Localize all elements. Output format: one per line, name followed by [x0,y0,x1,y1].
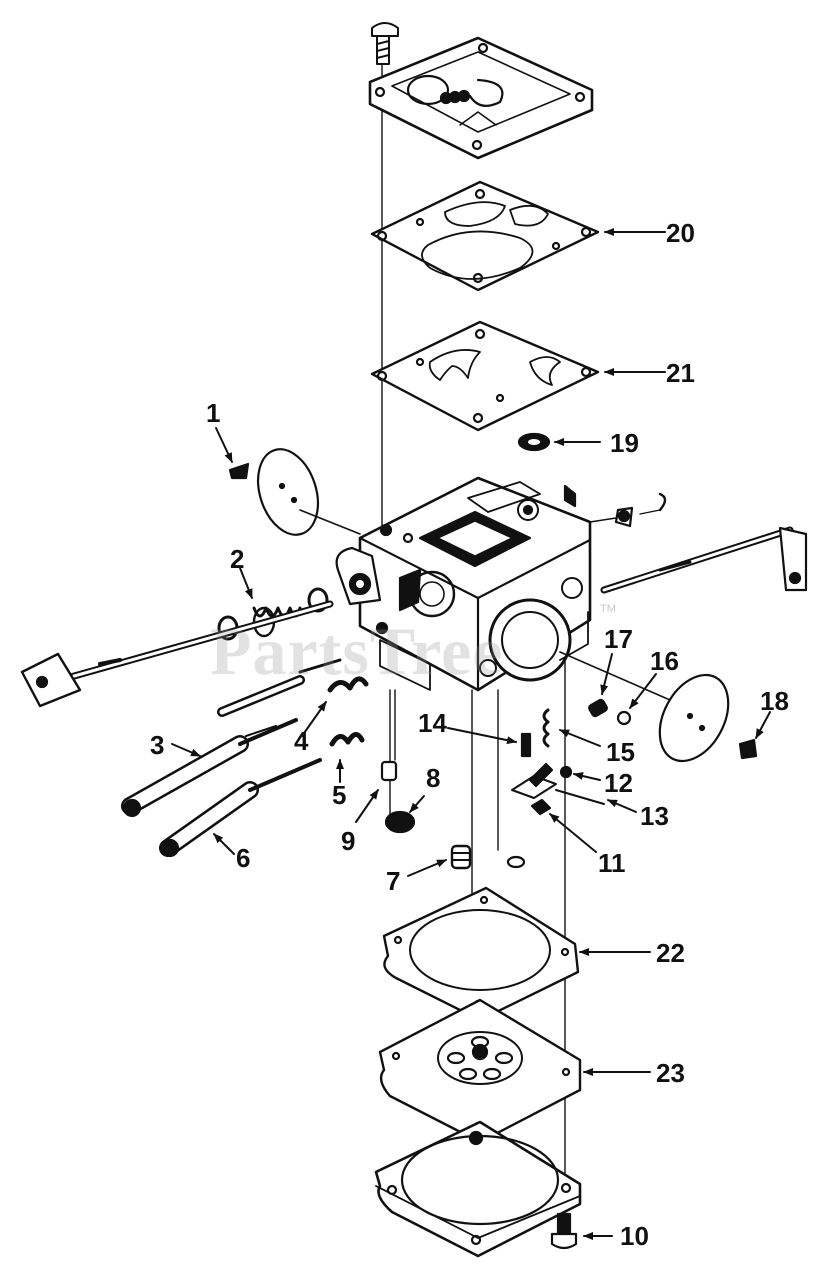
left-shaft [20,600,334,708]
part-8 [384,795,425,834]
gasket-22 [382,886,651,1022]
part-12 [559,765,601,781]
gasket-21 [370,320,666,432]
gasket-23 [378,998,651,1144]
part-16 [616,673,657,726]
part-13 [511,762,637,813]
callout-7: 7 [386,866,401,896]
small-washer [506,855,526,869]
callout-19: 19 [610,428,639,458]
part-19 [517,432,601,452]
part-7 [407,844,472,877]
part-10 [550,1212,613,1250]
callout-1: 1 [206,398,221,428]
part-14 [447,727,532,758]
callout-11: 11 [598,848,626,878]
part-9 [355,760,398,823]
upper-right-shaft [589,492,808,594]
callout-8: 8 [426,763,441,793]
part-17 [588,653,613,718]
part-6 [159,758,322,858]
part-11 [530,798,597,853]
callout-2: 2 [230,544,245,574]
part-1 [215,427,361,536]
callout-16: 16 [650,646,679,676]
callout-3: 3 [150,730,165,760]
callout-20: 20 [666,218,695,248]
watermark-trademark: TM [600,603,616,615]
top-cover-plate [368,36,594,160]
callout-21: 21 [666,358,695,388]
part-3 [121,718,298,818]
callout-5: 5 [332,780,347,810]
callout-17: 17 [604,624,633,654]
callout-12: 12 [604,768,633,798]
callout-13: 13 [640,801,669,831]
callout-22: 22 [656,938,685,968]
part-4 [217,658,369,737]
callout-6: 6 [236,843,251,873]
part-5 [329,732,365,783]
part-15 [542,708,601,748]
carburetor-body [335,476,592,692]
callout-9: 9 [341,826,356,856]
part-18 [559,651,771,763]
callout-14: 14 [418,708,447,738]
top-screw [371,22,399,65]
watermark: PartsTree [210,613,504,689]
alignment-lines [381,61,566,1231]
callout-23: 23 [656,1058,685,1088]
callout-18: 18 [760,686,789,716]
callout-15: 15 [606,737,635,767]
bottom-cover [374,1120,582,1258]
callout-10: 10 [620,1221,649,1251]
callout-4: 4 [294,726,309,756]
gasket-20 [370,180,666,292]
